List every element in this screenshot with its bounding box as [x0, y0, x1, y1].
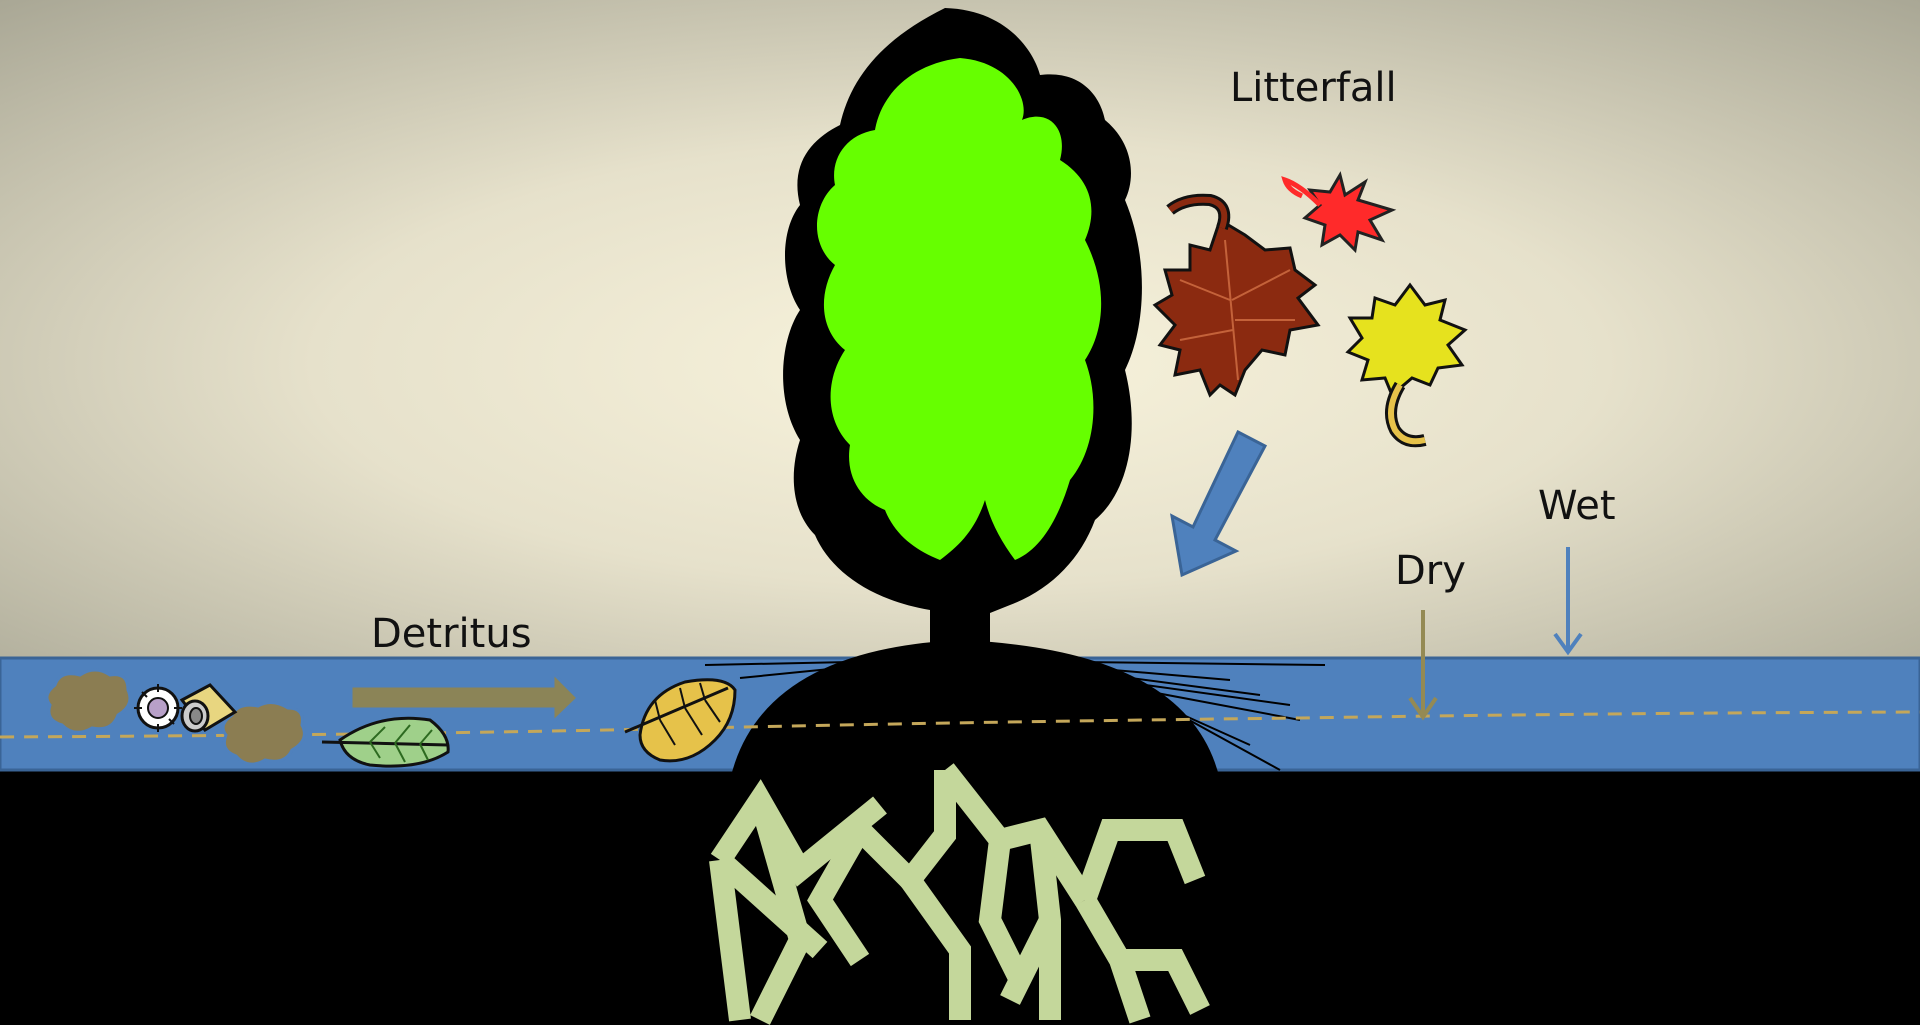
detritus-label: Detritus [371, 611, 532, 657]
dry-label: Dry [1395, 548, 1466, 594]
tree-trunk [930, 560, 990, 660]
litterfall-label: Litterfall [1230, 65, 1397, 111]
wet-label: Wet [1538, 483, 1616, 529]
